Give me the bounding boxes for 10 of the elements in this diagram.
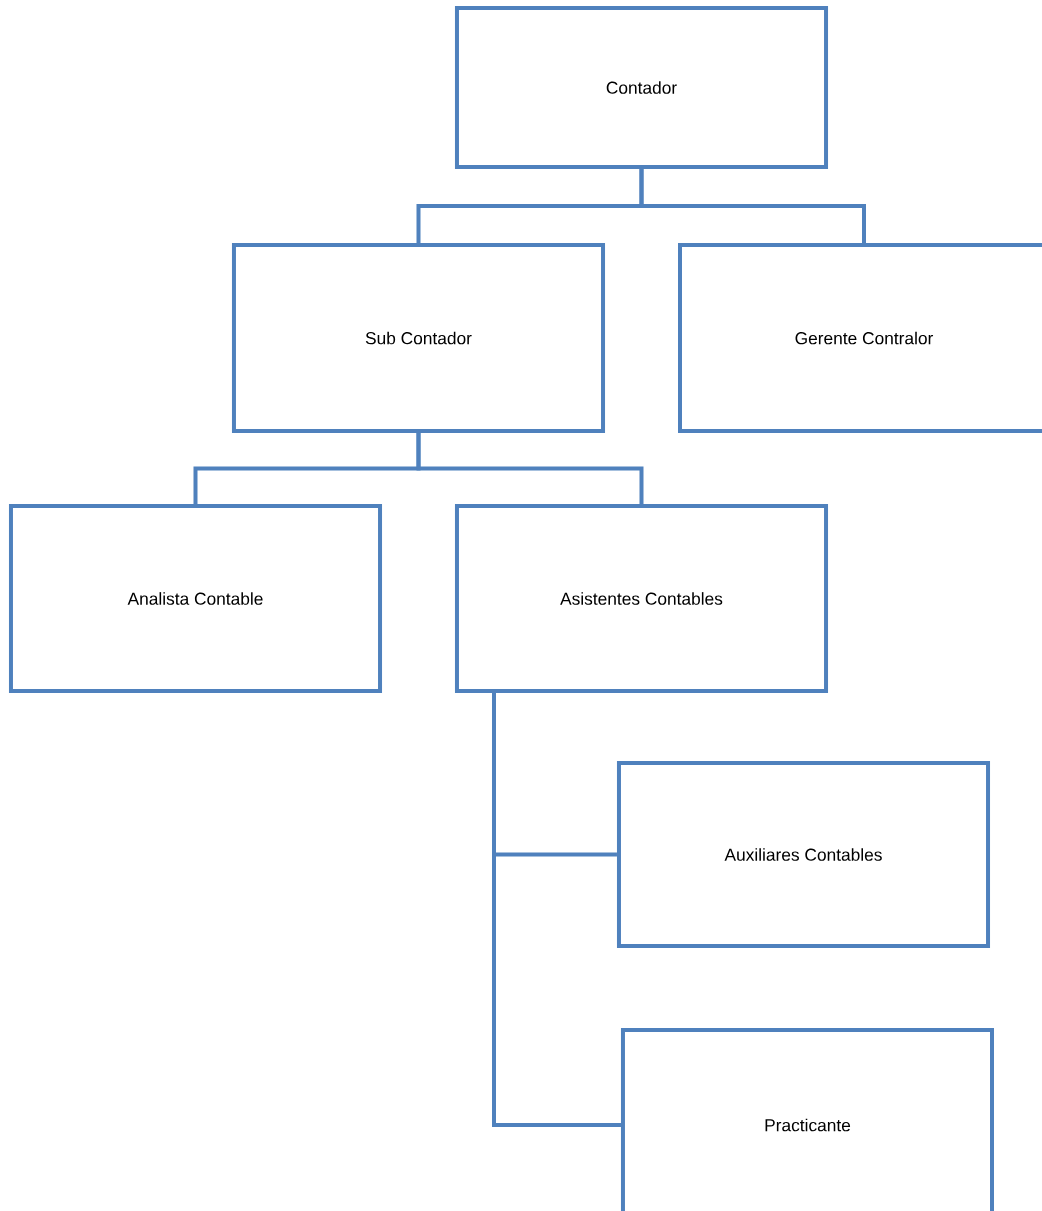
- org-box: Analista Contable: [8, 504, 383, 694]
- connector-line: [416, 433, 644, 504]
- org-box: Practicante: [620, 1028, 995, 1211]
- org-box: Gerente Contralor: [678, 243, 1042, 433]
- org-box: Asistentes Contables: [454, 504, 829, 694]
- connector-line: [492, 691, 621, 1127]
- org-box: Sub Contador: [231, 243, 606, 433]
- org-box: Auxiliares Contables: [616, 761, 991, 948]
- org-box: Contador: [454, 6, 829, 169]
- connector-line: [639, 169, 866, 243]
